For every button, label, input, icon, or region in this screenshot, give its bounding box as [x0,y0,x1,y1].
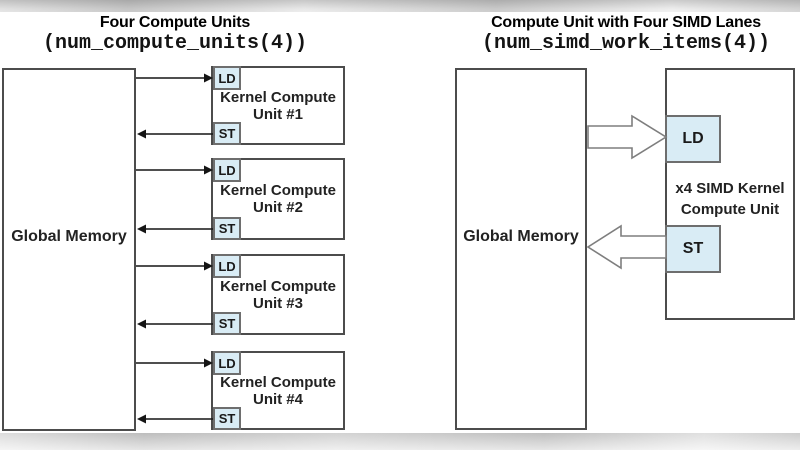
load-arrow-unit2 [136,165,213,175]
unit3-st-port: ST [213,312,241,335]
unit2-label: Kernel Compute Unit #2 [213,182,343,216]
simd-kernel-compute-unit: LD ST x4 SIMD Kernel Compute Unit [665,68,795,320]
unit2-ld-port: LD [213,158,241,182]
unit1-st-port: ST [213,122,241,145]
simd-st-port: ST [665,225,721,273]
unit3-label-line1: Kernel Compute [220,277,336,295]
load-arrow-unit4 [136,358,213,368]
right-global-memory-box: Global Memory [455,68,587,430]
unit1-label-line2: Unit #1 [252,105,303,123]
load-arrow-unit3 [136,261,213,271]
ld-label: LD [218,162,236,178]
bottom-gradient-band [0,433,800,450]
unit4-label-line2: Unit #4 [252,390,303,408]
unit1-label-line1: Kernel Compute [220,88,336,106]
st-label: ST [218,411,236,426]
unit3-ld-port: LD [213,254,241,278]
kernel-compute-unit-3: LD ST Kernel Compute Unit #3 [211,254,345,335]
simd-ld-port: LD [665,115,721,163]
simd-unit-label-line1: x4 SIMD Kernel [675,180,785,197]
unit2-label-line1: Kernel Compute [220,182,336,199]
store-arrow-unit1 [137,129,213,139]
left-diagram-attribute-code: (num_compute_units(4)) [42,32,308,55]
left-diagram-title: Four Compute Units [99,14,251,31]
ld-label: LD [218,258,236,274]
ld-label: LD [682,130,704,147]
store-arrow-unit2 [137,224,213,234]
load-arrow-unit1 [136,73,213,83]
simd-unit-label: x4 SIMD Kernel Compute Unit [667,178,793,220]
load-block-arrow [587,114,668,160]
ld-label: LD [218,355,236,371]
ld-label: LD [218,70,236,86]
top-gradient-band [0,0,800,12]
unit3-label-line2: Unit #3 [252,294,303,312]
unit4-label: Kernel Compute Unit #4 [213,374,343,408]
unit2-st-port: ST [213,217,241,240]
st-label: ST [218,221,236,236]
store-arrow-unit3 [137,319,213,329]
store-block-arrow [586,224,667,270]
unit3-label: Kernel Compute Unit #3 [213,278,343,312]
unit4-st-port: ST [213,407,241,430]
kernel-compute-unit-2: LD ST Kernel Compute Unit #2 [211,158,345,240]
unit4-ld-port: LD [213,351,241,375]
unit2-label-line2: Unit #2 [252,199,303,216]
left-global-memory-label: Global Memory [11,228,127,245]
st-label: ST [218,126,236,141]
st-label: ST [218,316,236,331]
left-global-memory-box: Global Memory [2,68,136,431]
kernel-compute-unit-4: LD ST Kernel Compute Unit #4 [211,351,345,430]
unit4-label-line1: Kernel Compute [220,373,336,391]
right-global-memory-label: Global Memory [463,228,579,245]
right-diagram-attribute-code: (num_simd_work_items(4)) [481,32,771,55]
unit1-label: Kernel Compute Unit #1 [213,89,343,123]
store-arrow-unit4 [137,414,213,424]
right-diagram-title: Compute Unit with Four SIMD Lanes [491,14,761,31]
unit1-ld-port: LD [213,66,241,90]
kernel-compute-unit-1: LD ST Kernel Compute Unit #1 [211,66,345,145]
st-label: ST [682,240,704,257]
simd-unit-label-line2: Compute Unit [680,201,780,218]
